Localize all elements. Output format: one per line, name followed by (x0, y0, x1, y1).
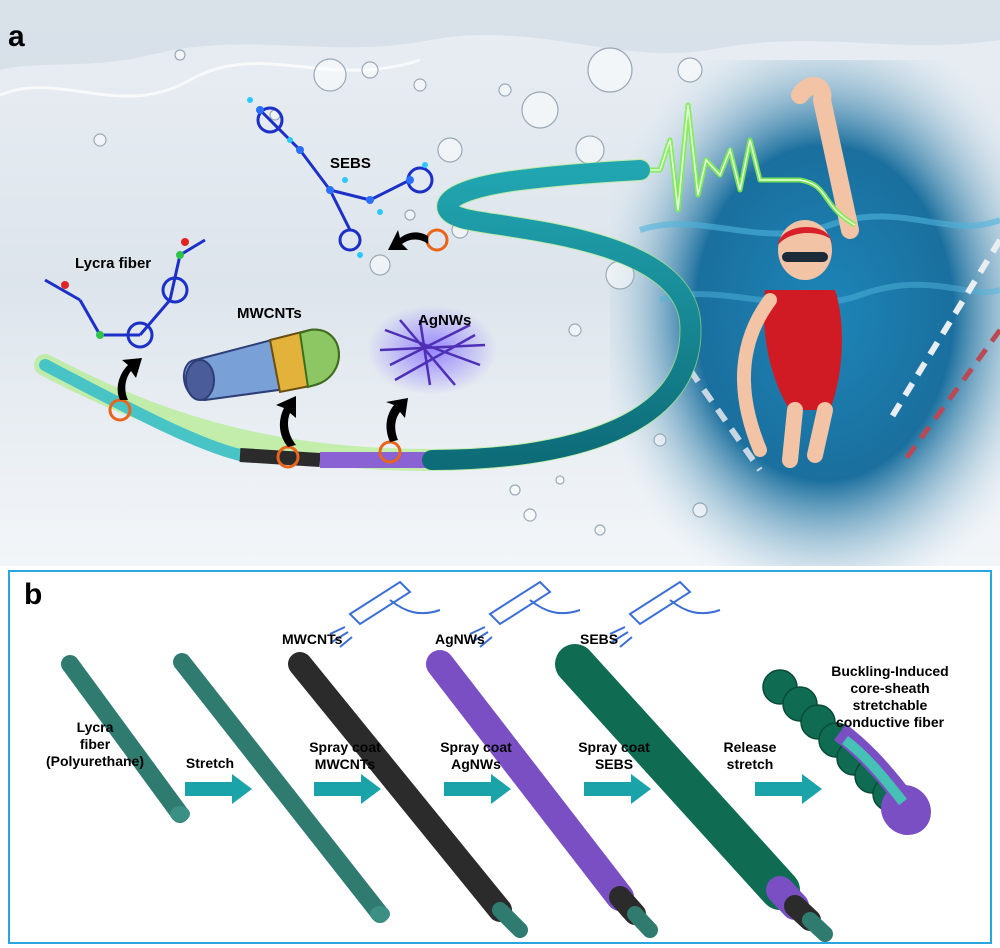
spray-label-sebs: SEBS (580, 631, 618, 647)
step-label-sebs-2: SEBS (595, 756, 633, 772)
fiber-lycra (61, 655, 190, 823)
panel-a-illustration: SEBS Lycra fiber MWCNTs AgNWs a (0, 0, 1000, 566)
step-label-mwcnts-1: Spray coat (309, 739, 381, 755)
bubbles (93, 47, 708, 536)
step-label-agnws-1: Spray coat (440, 739, 512, 755)
process-arrows (185, 774, 822, 804)
label-lycra: Lycra fiber (75, 255, 151, 272)
step-label-stretch: Stretch (186, 755, 234, 771)
spray-gun-icon (329, 580, 441, 648)
panel-a-scene: SEBS Lycra fiber MWCNTs AgNWs (0, 0, 1000, 566)
spray-gun-icon (469, 580, 581, 648)
swimmer-figure (737, 77, 859, 468)
step-label-agnws-2: AgNWs (451, 756, 501, 772)
fiber-agnw (426, 650, 658, 938)
label-agnws: AgNWs (418, 312, 471, 329)
callout-arrows (117, 230, 428, 447)
start-label-line1: Lycra (77, 719, 114, 735)
label-sebs: SEBS (330, 155, 371, 172)
fiber-buckled (762, 669, 932, 836)
result-label-line4: conductive fiber (836, 714, 945, 730)
result-label-line2: core-sheath (850, 680, 929, 696)
panel-b-scene: MWCNTs AgNWs SEBS Lycra fiber (Polyureth… (46, 580, 949, 942)
result-label-line1: Buckling-Induced (831, 663, 948, 679)
fiber-path (34, 159, 702, 472)
panel-a-letter: a (8, 20, 25, 53)
label-mwcnts: MWCNTs (237, 305, 302, 322)
start-label-line2: fiber (80, 736, 111, 752)
agnw-network (367, 305, 497, 395)
spray-label-agnws: AgNWs (435, 631, 485, 647)
start-label-line3: (Polyurethane) (46, 753, 144, 769)
spray-label-mwcnts: MWCNTs (282, 631, 343, 647)
step-label-release-1: Release (724, 739, 777, 755)
panel-b-letter: b (24, 578, 43, 611)
fiber-stretched (173, 653, 390, 923)
lycra-molecule (44, 238, 206, 349)
panel-b-process: b (8, 570, 992, 944)
mwcnt-tube (182, 328, 340, 402)
step-label-release-2: stretch (727, 756, 774, 772)
fiber-sebs (555, 644, 833, 942)
fiber-mwcnt (288, 652, 528, 938)
spray-gun-icon (609, 580, 721, 648)
result-label-line3: stretchable (853, 697, 928, 713)
step-label-mwcnts-2: MWCNTs (315, 756, 376, 772)
step-label-sebs-1: Spray coat (578, 739, 650, 755)
